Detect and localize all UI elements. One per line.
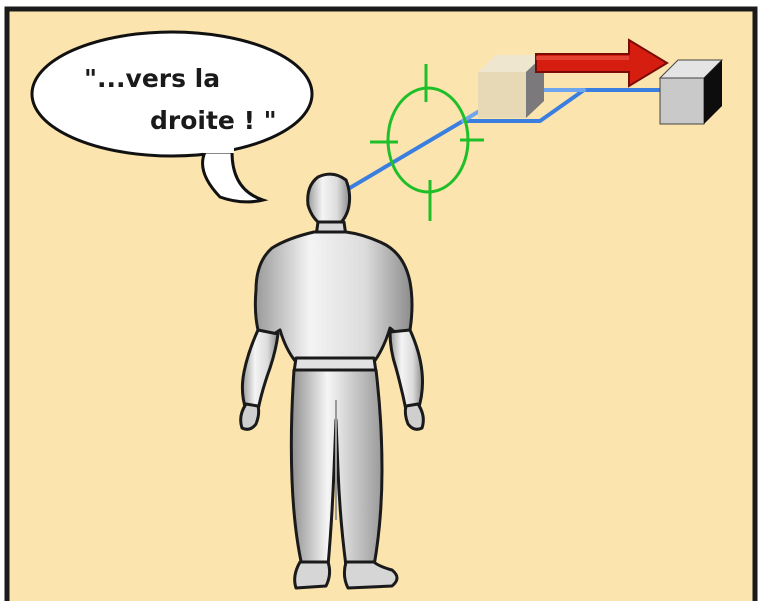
box-target — [660, 60, 722, 124]
box-origin — [478, 55, 544, 118]
speech-text-line-1: "...vers la — [84, 66, 220, 91]
speech-text-line-2: droite ! " — [150, 108, 277, 133]
